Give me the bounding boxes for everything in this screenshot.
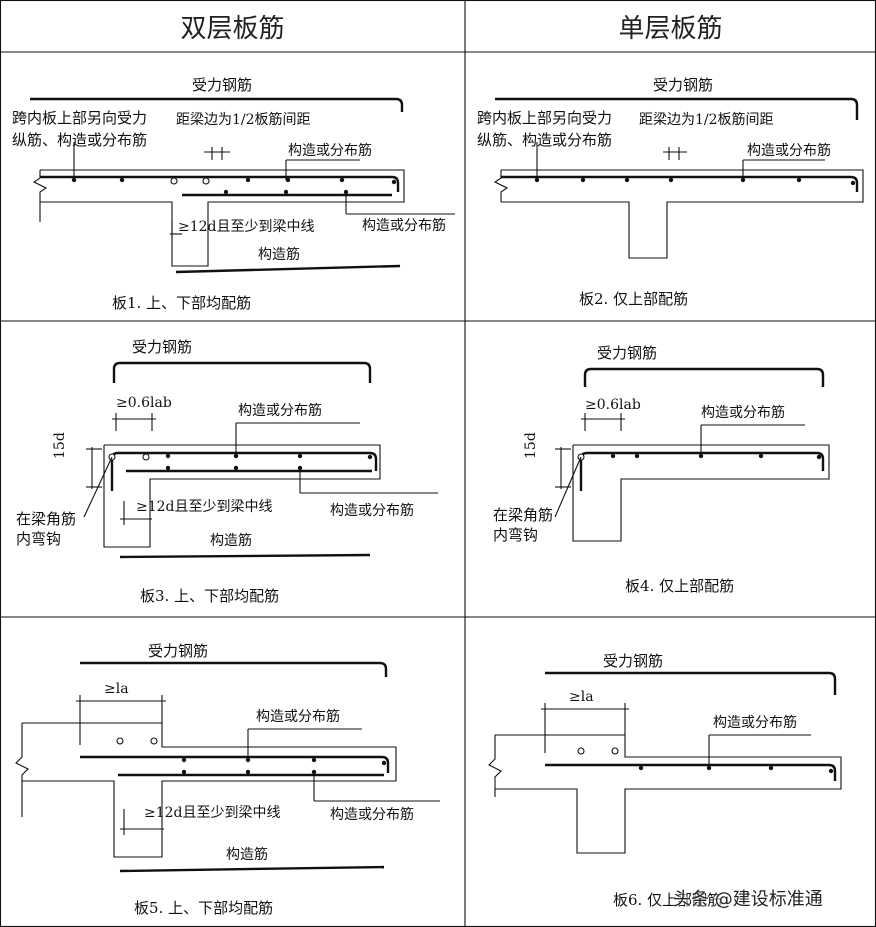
caption-5: 板5. 上、下部均配筋 [134, 899, 274, 917]
slab-outline [40, 169, 405, 267]
label-15d: 15d [52, 432, 68, 459]
top-rebar [501, 175, 859, 192]
panel-3: 受力钢筋 ≥0.6lab 构造或分布筋 15d 在梁角筋 内弯钩 ≥12d且至少… [0, 321, 465, 617]
slab-outline [22, 722, 397, 858]
label-spacing: 距梁边为1/2板筋间距 [639, 112, 774, 128]
label-dist-top: 构造或分布筋 [747, 143, 831, 159]
caption-3: 板3. 上、下部均配筋 [140, 587, 280, 605]
label-hook-1: 在梁角筋 [493, 506, 554, 524]
construct-bar [119, 553, 371, 559]
panel-1-drawing [30, 97, 455, 274]
panel-5: 受力钢筋 ≥la 构造或分布筋 ≥12d且至少到梁中线 构造或分布筋 构造筋 板… [0, 617, 465, 927]
label-anchor: ≥12d且至少到梁中线 [178, 219, 315, 235]
top-rebar [80, 755, 390, 773]
watermark: 头条 @建设标准通 [673, 889, 823, 910]
label-15d: 15d [523, 432, 539, 459]
stress-bar-bracket [80, 661, 388, 677]
construct-bar [119, 865, 385, 873]
label-stress-bar: 受力钢筋 [148, 642, 209, 660]
label-anchor: ≥12d且至少到梁中线 [144, 805, 281, 821]
caption-2: 板2. 仅上部配筋 [579, 290, 689, 308]
label-hook-2: 内弯钩 [493, 526, 539, 544]
stress-bar-bracket [30, 97, 404, 112]
panel-2-drawing [493, 97, 864, 259]
stress-bar-bracket [545, 671, 837, 695]
top-rebar [40, 175, 400, 192]
label-construct: 构造筋 [210, 533, 252, 549]
label-hook-1: 在梁角筋 [16, 510, 77, 528]
break-line [488, 735, 502, 797]
label-stress-bar: 受力钢筋 [653, 76, 714, 94]
label-la: ≥la [569, 689, 594, 705]
label-construct: 构造筋 [226, 847, 268, 863]
label-stress-bar: 受力钢筋 [597, 344, 658, 362]
caption-4: 板4. 仅上部配筋 [625, 577, 735, 595]
label-lab: ≥0.6lab [116, 395, 172, 411]
panel-6-drawing [488, 671, 842, 854]
panel-2: 受力钢筋 跨内板上部另向受力 纵筋、构造或分布筋 距梁边为1/2板筋间距 构造或… [465, 52, 876, 321]
header-single: 单层板筋 [618, 13, 723, 44]
label-lab: ≥0.6lab [585, 397, 641, 413]
slab-outline [501, 169, 864, 259]
top-rebar [579, 451, 825, 491]
label-dist-bottom: 构造或分布筋 [330, 503, 414, 519]
label-stress-bar: 受力钢筋 [192, 76, 253, 94]
label-dist-bottom: 构造或分布筋 [330, 807, 414, 823]
slab-outline [103, 444, 381, 548]
panel-4: 受力钢筋 ≥0.6lab 构造或分布筋 15d 在梁角筋 内弯钩 板4. 仅上部… [465, 321, 876, 617]
construct-bar [175, 264, 401, 274]
label-span-note-1: 跨内板上部另向受力 [477, 109, 613, 127]
label-hook-2: 内弯钩 [16, 530, 62, 548]
label-dist-top: 构造或分布筋 [288, 143, 372, 159]
label-dist-top: 构造或分布筋 [256, 709, 340, 725]
label-dist-top: 构造或分布筋 [238, 403, 322, 419]
label-stress-bar: 受力钢筋 [132, 338, 193, 356]
label-dist-top: 构造或分布筋 [713, 715, 797, 731]
label-construct: 构造筋 [258, 247, 300, 263]
label-anchor: ≥12d且至少到梁中线 [136, 499, 273, 515]
stress-bar-bracket [112, 361, 372, 383]
panel-3-drawing [83, 361, 438, 559]
slab-outline [572, 444, 830, 542]
break-line [15, 723, 29, 817]
top-rebar [545, 763, 837, 781]
label-span-note-1: 跨内板上部另向受力 [12, 109, 148, 127]
label-stress-bar: 受力钢筋 [603, 652, 664, 670]
header-double: 双层板筋 [180, 13, 285, 44]
label-span-note-2: 纵筋、构造或分布筋 [12, 131, 148, 149]
caption-1: 板1. 上、下部均配筋 [112, 294, 252, 312]
slab-outline [495, 734, 842, 854]
caption-6: 板6. 仅上部配筋 [613, 891, 723, 909]
stress-bar-bracket [495, 97, 859, 120]
panel-6: 受力钢筋 ≥la 构造或分布筋 板6. 仅上部配筋 头条 @建设标准通 [465, 617, 876, 927]
label-spacing: 距梁边为1/2板筋间距 [176, 112, 311, 128]
panel-4-drawing [554, 367, 830, 542]
label-span-note-2: 纵筋、构造或分布筋 [477, 131, 613, 149]
break-line [493, 170, 509, 202]
label-la: ≥la [104, 681, 129, 697]
label-dist-top: 构造或分布筋 [701, 405, 785, 421]
stress-bar-bracket [583, 367, 825, 387]
label-dist-bottom: 构造或分布筋 [362, 218, 446, 234]
panel-5-drawing [15, 661, 440, 873]
panel-1: 受力钢筋 跨内板上部另向受力 纵筋、构造或分布筋 距梁边为1/2板筋间距 构造或… [0, 52, 465, 321]
